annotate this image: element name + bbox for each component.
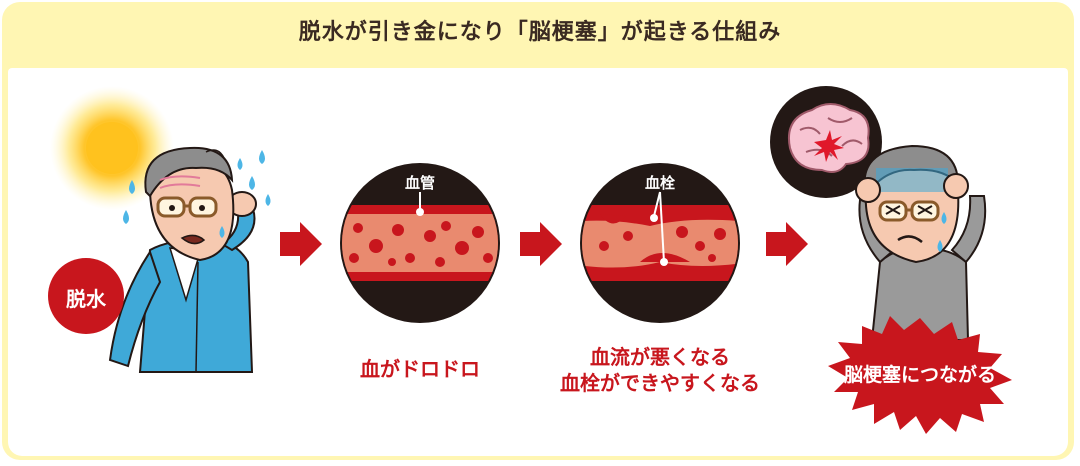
vessel-cross-section-clot (580, 163, 740, 323)
stroke-banner-label: 脳梗塞につながる (843, 364, 996, 386)
vessel-cross-section-thick-blood (340, 163, 500, 323)
page-title: 脱水が引き金になり「脳梗塞」が起きる仕組み (298, 20, 782, 45)
clot-caption-line2: 血栓ができやすくなる (560, 371, 760, 395)
headache-man-illustration (855, 144, 987, 341)
arrow-right-icon (766, 222, 808, 266)
dehydration-badge-label: 脱水 (66, 287, 106, 311)
sun-icon (50, 86, 174, 210)
clot-caption-line1: 血流が悪くなる (590, 345, 730, 369)
dehydration-badge (48, 258, 124, 334)
thick-blood-caption: 血がドロドロ (360, 357, 480, 381)
clot-label: 血栓 (644, 174, 675, 192)
brain-icon (770, 86, 882, 198)
vessel-label: 血管 (404, 174, 435, 192)
arrow-right-icon (520, 222, 562, 266)
sweating-man-illustration (108, 146, 271, 373)
starburst-banner (828, 316, 1012, 434)
arrow-right-icon (280, 222, 322, 266)
